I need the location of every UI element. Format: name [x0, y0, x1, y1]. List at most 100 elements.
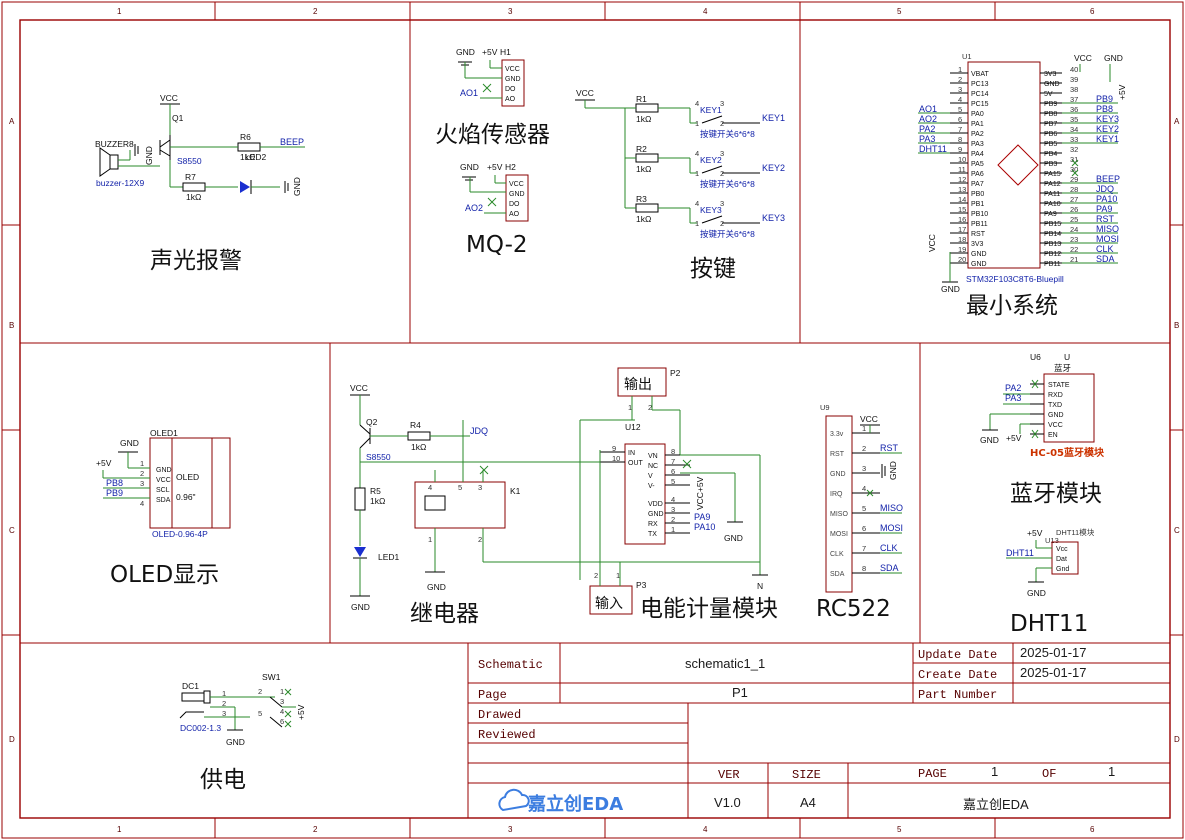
- mq2-pin-3: DO: [509, 201, 520, 208]
- svg-text:2: 2: [648, 403, 652, 412]
- tb-size-key: SIZE: [792, 768, 821, 782]
- block-title-mcu: 最小系统: [966, 293, 1058, 319]
- flame-pin-1: VCC: [505, 66, 520, 73]
- mcu-right-pin-29: PA12: [1044, 181, 1061, 188]
- meter-vcc5: VCC+5V: [695, 476, 705, 510]
- zone-row-left-A: A: [9, 117, 15, 126]
- oled-ref: OLED1: [150, 428, 178, 438]
- q2-ref: Q2: [366, 417, 378, 427]
- block-title-flame: 火焰传感器: [435, 122, 550, 148]
- mcu-gnd-bottom: GND: [941, 284, 960, 294]
- mcu-5v: +5V: [1117, 84, 1127, 100]
- zone-row-right-A: A: [1174, 117, 1180, 126]
- block-title-rc522: RC522: [816, 596, 891, 622]
- mcu-right-pin-21: PB11: [1044, 261, 1061, 268]
- zone-col-bottom-3: 3: [508, 825, 513, 834]
- relay-gnd: GND: [427, 582, 446, 592]
- oled-part: OLED-0.96-4P: [152, 529, 208, 539]
- meter-right-pin-8: VN: [648, 453, 658, 460]
- mcu-right-pin-27: PA10: [1044, 201, 1061, 208]
- block-title-dht: DHT11: [1010, 611, 1088, 637]
- mcu-right-pin-num-32: 32: [1070, 145, 1078, 154]
- oled-module: OLED1 GND VCC SCL SDA OLED 0.96" OLED-0.…: [96, 428, 231, 539]
- q2-part: S8550: [366, 452, 391, 462]
- rc522-pin-5: MISO: [830, 511, 848, 518]
- mcu-left-pin-num-6: 6: [958, 115, 962, 124]
- net-beep-alarm: BEEP: [280, 137, 304, 147]
- meter-right-pin-4: VDD: [648, 501, 663, 508]
- mcu-right-pin-num-34: 34: [1070, 125, 1078, 134]
- mcu-left-pin-num-20: 20: [958, 255, 966, 264]
- key-pin-label: 1: [695, 219, 699, 228]
- mcu-left-pin-num-14: 14: [958, 195, 966, 204]
- tb-schematic-key: Schematic: [478, 658, 543, 672]
- r6-value: 1kΩ: [240, 152, 255, 162]
- key-resistor-value-1: 1kΩ: [636, 114, 651, 124]
- mq2-pin-2: GND: [509, 191, 525, 198]
- mcu-left-pin-12: PA7: [971, 181, 984, 188]
- mcu-right-pin-36: PB8: [1044, 111, 1057, 118]
- k1-ref: K1: [510, 486, 521, 496]
- p3-ref: P3: [636, 580, 647, 590]
- bt-name: 蓝牙: [1054, 363, 1071, 373]
- meter-right-pin-6: V: [648, 473, 653, 480]
- mcu-left-pin-num-4: 4: [958, 95, 962, 104]
- mcu-right-pin-num-23: 23: [1070, 235, 1078, 244]
- alarm-vcc-label: VCC: [160, 93, 178, 103]
- mcu-right-pin-num-30: 30: [1070, 165, 1078, 174]
- power-5v: +5V: [296, 704, 306, 720]
- svg-text:2: 2: [258, 687, 262, 696]
- flame-pin-2: GND: [505, 76, 521, 83]
- meter-left-pin-num-10: 10: [612, 454, 620, 463]
- key-pin-label: 4: [695, 199, 699, 208]
- net-pa3-bt: PA3: [1005, 393, 1021, 403]
- rc522-pin-num-7: 7: [862, 544, 866, 553]
- net-mcu-right-22: CLK: [1096, 244, 1114, 254]
- tb-page-num: 1: [991, 764, 998, 779]
- block-title-keys: 按键: [690, 256, 736, 282]
- led1-gnd: GND: [351, 602, 370, 612]
- oled-body-2: 0.96": [176, 492, 196, 502]
- zone-col-top-1: 1: [117, 7, 122, 16]
- cloud-logo-icon: [498, 788, 530, 812]
- oled-5v: +5V: [96, 458, 112, 468]
- mcu-left-pin-4: PC15: [971, 101, 989, 108]
- net-mcu-right-21: SDA: [1096, 254, 1115, 264]
- key-pin-label: 4: [695, 149, 699, 158]
- zone-col-top-5: 5: [897, 7, 902, 16]
- meter-in-label: 输入: [595, 596, 623, 612]
- net-mcu-right-24: MISO: [1096, 224, 1119, 234]
- svg-text:1: 1: [616, 571, 620, 580]
- mcu-right-pin-22: PB12: [1044, 251, 1061, 258]
- net-mcu-right-33: KEY1: [1096, 134, 1119, 144]
- title-block: Schematic schematic1_1 Update Date 2025-…: [468, 642, 1170, 818]
- zone-row-right-B: B: [1174, 321, 1179, 330]
- dc-ref: DC1: [182, 681, 199, 691]
- buzzer-gnd: GND: [144, 146, 154, 165]
- mcu-right-pin-num-28: 28: [1070, 185, 1078, 194]
- meter-right-pin-num-8: 8: [671, 447, 675, 456]
- mcu-left-pin-num-10: 10: [958, 155, 966, 164]
- mq2-gnd: GND: [460, 162, 479, 172]
- q1-ref: Q1: [172, 113, 184, 123]
- net-mcu-left-9: DHT11: [919, 144, 947, 154]
- mcu-right-pin-num-22: 22: [1070, 245, 1078, 254]
- tb-page-total: 1: [1108, 764, 1115, 779]
- rc522-pin-7: CLK: [830, 551, 844, 558]
- tb-drawn-key: Drawed: [478, 708, 521, 722]
- mq2-ref: H2: [505, 162, 516, 172]
- led2-ref: LED2: [245, 152, 267, 162]
- mcu-left-pin-5: PA0: [971, 111, 984, 118]
- oled-gnd: GND: [120, 438, 139, 448]
- svg-text:1: 1: [280, 687, 284, 696]
- alarm-circuit: VCC Q1 S8550 BUZZER8 GND buzzer-12X9 R6 …: [95, 93, 305, 202]
- key-pin-label: 3: [720, 99, 724, 108]
- bt-pin-2: RXD: [1048, 392, 1063, 399]
- r5-value: 1kΩ: [370, 496, 385, 506]
- bt-pin-3: TXD: [1048, 402, 1062, 409]
- meter-left-pin-num-9: 9: [612, 444, 616, 453]
- meter-out-label: 输出: [624, 377, 652, 393]
- key-pin-label: 2: [720, 119, 724, 128]
- dht-gnd: GND: [1027, 588, 1046, 598]
